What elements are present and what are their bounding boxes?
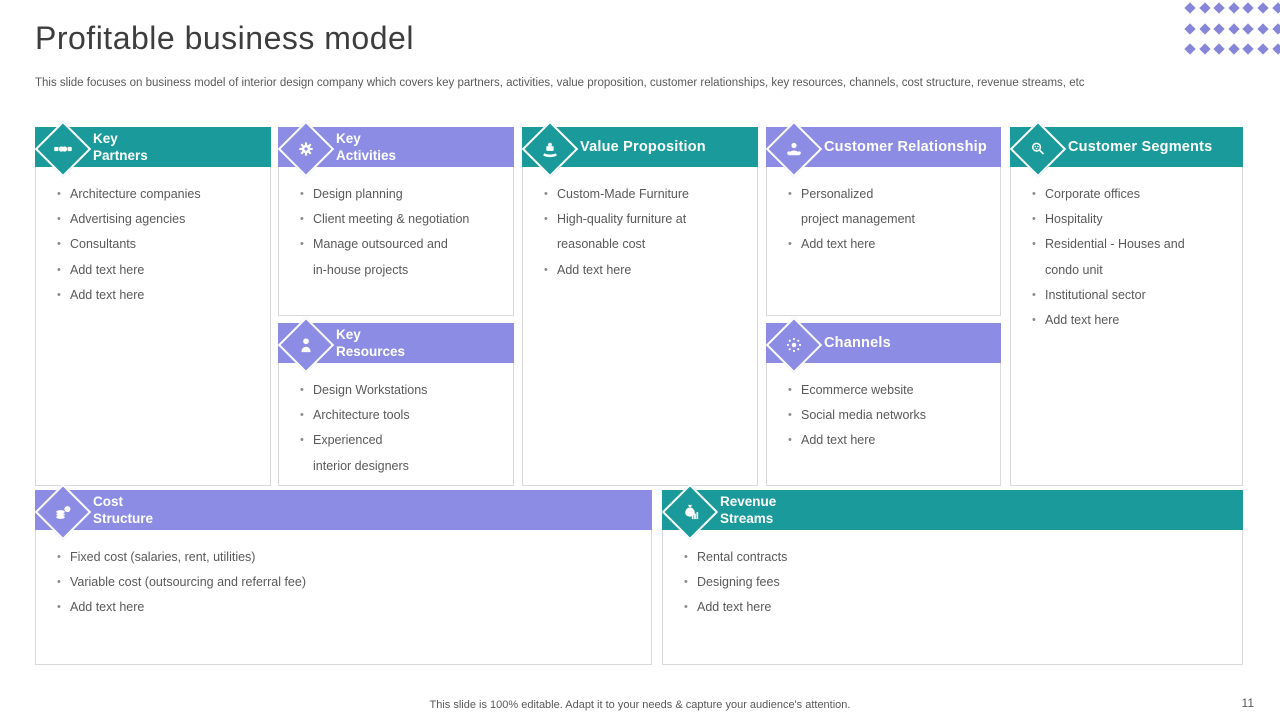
- bullet-list: Custom-Made Furniture High-quality furni…: [523, 167, 757, 283]
- box-header: Revenue Streams: [661, 483, 1243, 541]
- footer-note: This slide is 100% editable. Adapt it to…: [429, 699, 851, 711]
- box-customer-segments: Customer Segments Corporate offices Hosp…: [1009, 120, 1243, 486]
- gear-icon: [277, 120, 335, 178]
- box-key-resources: Key Resources Design Workstations Archit…: [277, 316, 514, 486]
- list-item: Add text here: [1032, 308, 1234, 333]
- box-revenue-streams: Revenue Streams Rental contracts Designi…: [661, 483, 1243, 665]
- list-item: Social media networks: [788, 403, 992, 428]
- box-header: Channels: [765, 316, 1001, 374]
- page-title: Profitable business model: [35, 20, 414, 56]
- box-header: Customer Relationship: [765, 120, 1001, 178]
- list-item: Add text here: [544, 258, 749, 283]
- list-item: Design planning: [300, 182, 505, 207]
- bullet-list: Ecommerce website Social media networks …: [767, 363, 1000, 454]
- box-header: Cost Structure: [34, 483, 652, 541]
- list-item: Add text here: [788, 428, 992, 453]
- list-item: Experienced interior designers: [300, 428, 505, 478]
- list-item: Rental contracts: [684, 545, 1234, 570]
- box-header: Key Activities: [277, 120, 514, 178]
- box-customer-relationship: Customer Relationship Personalized proje…: [765, 120, 1001, 316]
- list-item: Add text here: [788, 232, 992, 257]
- bullet-list: Architecture companies Advertising agenc…: [36, 167, 270, 308]
- box-cost-structure: Cost Structure Fixed cost (salaries, ren…: [34, 483, 652, 665]
- box-title: Key Activities: [336, 131, 397, 163]
- box-header: Key Resources: [277, 316, 514, 374]
- box-value-proposition: Value Proposition Custom-Made Furniture …: [521, 120, 758, 486]
- box-title: Customer Relationship: [824, 139, 987, 155]
- list-item: Design Workstations: [300, 378, 505, 403]
- box-title: Key Partners: [93, 131, 148, 163]
- box-title: Customer Segments: [1068, 139, 1213, 155]
- list-item: Hospitality: [1032, 207, 1234, 232]
- money-bag-chart-icon: [661, 483, 719, 541]
- bullet-list: Rental contracts Designing fees Add text…: [663, 530, 1242, 621]
- box-key-activities: Key Activities Design planning Client me…: [277, 120, 514, 316]
- slide-subtitle: This slide focuses on business model of …: [35, 77, 1085, 89]
- page-number: 11: [1241, 696, 1254, 710]
- list-item: Ecommerce website: [788, 378, 992, 403]
- coins-icon: [34, 483, 92, 541]
- box-title: Cost Structure: [93, 494, 154, 526]
- list-item: Residential - Houses and condo unit: [1032, 232, 1234, 282]
- list-item: Add text here: [57, 283, 262, 308]
- box-header: Customer Segments: [1009, 120, 1243, 178]
- list-item: Add text here: [57, 595, 643, 620]
- list-item: Manage outsourced and in-house projects: [300, 232, 505, 282]
- customer-person-icon: [765, 120, 823, 178]
- bullet-list: Design Workstations Architecture tools E…: [279, 363, 513, 479]
- list-item: Variable cost (outsourcing and referral …: [57, 570, 643, 595]
- list-item: Advertising agencies: [57, 207, 262, 232]
- list-item: Add text here: [684, 595, 1234, 620]
- box-title: Revenue Streams: [720, 494, 777, 526]
- list-item: Consultants: [57, 232, 262, 257]
- people-search-icon: [1009, 120, 1067, 178]
- person-icon: [277, 316, 335, 374]
- box-channels: Channels Ecommerce website Social media …: [765, 316, 1001, 486]
- list-item: Add text here: [57, 258, 262, 283]
- list-item: Personalized project management: [788, 182, 992, 232]
- bullet-list: Fixed cost (salaries, rent, utilities) V…: [36, 530, 651, 621]
- list-item: Fixed cost (salaries, rent, utilities): [57, 545, 643, 570]
- list-item: Custom-Made Furniture: [544, 182, 749, 207]
- box-header: Value Proposition: [521, 120, 758, 178]
- bullet-list: Corporate offices Hospitality Residentia…: [1011, 167, 1242, 333]
- bullet-list: Design planning Client meeting & negotia…: [279, 167, 513, 283]
- bullet-list: Personalized project management Add text…: [767, 167, 1000, 258]
- network-dots-icon: [765, 316, 823, 374]
- box-title: Value Proposition: [580, 139, 706, 155]
- list-item: Architecture tools: [300, 403, 505, 428]
- box-key-partners: Key Partners Architecture companies Adve…: [34, 120, 271, 486]
- box-title: Key Resources: [336, 327, 406, 359]
- list-item: Designing fees: [684, 570, 1234, 595]
- list-item: Client meeting & negotiation: [300, 207, 505, 232]
- handshake-icon: [34, 120, 92, 178]
- gift-in-hands-icon: [521, 120, 579, 178]
- diamond-dots-decoration: [1184, 2, 1280, 66]
- list-item: High-quality furniture at reasonable cos…: [544, 207, 749, 257]
- box-title: Channels: [824, 335, 891, 351]
- list-item: Institutional sector: [1032, 283, 1234, 308]
- list-item: Corporate offices: [1032, 182, 1234, 207]
- list-item: Architecture companies: [57, 182, 262, 207]
- box-header: Key Partners: [34, 120, 271, 178]
